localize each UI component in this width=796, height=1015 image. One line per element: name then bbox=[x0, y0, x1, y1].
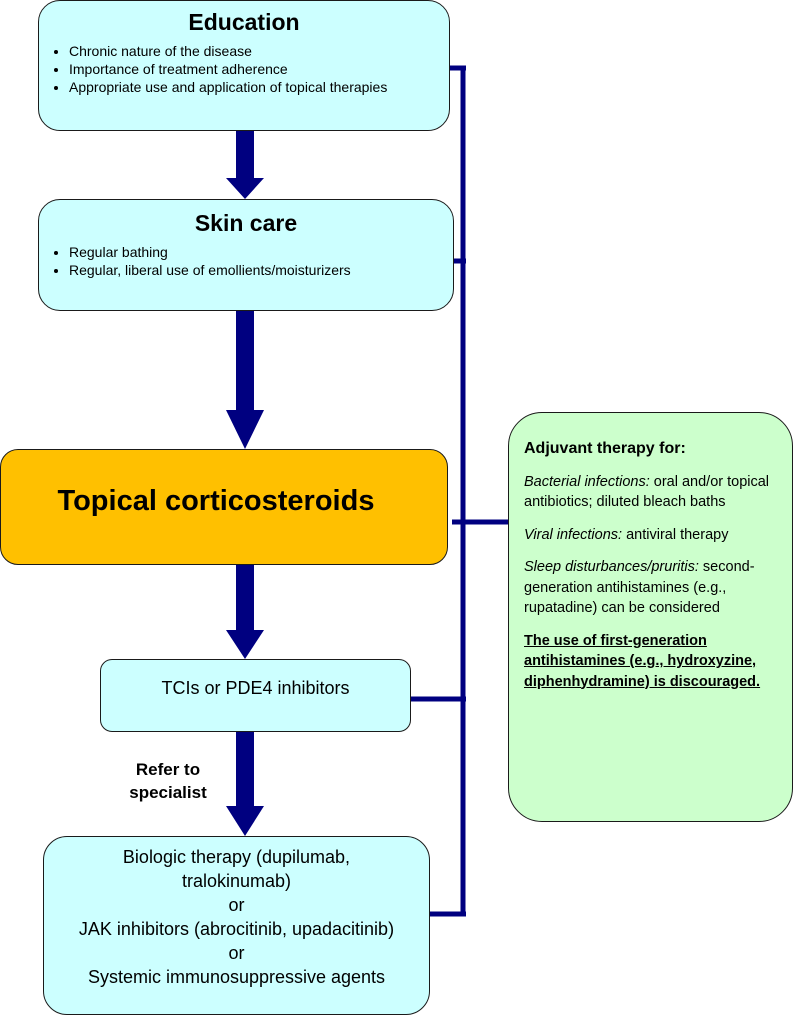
systemic-or-1: or bbox=[228, 895, 245, 915]
education-item: Chronic nature of the disease bbox=[69, 42, 449, 60]
skin-care-item: Regular, liberal use of emollients/moist… bbox=[69, 261, 453, 279]
adjuvant-therapy-box: Adjuvant therapy for: Bacterial infectio… bbox=[508, 412, 793, 822]
arrow-topical-to-tci bbox=[226, 565, 264, 659]
tci-pde4-box: TCIs or PDE4 inhibitors bbox=[100, 659, 411, 732]
viral-text: antiviral therapy bbox=[622, 526, 729, 543]
adjuvant-bacterial: Bacterial infections: oral and/or topica… bbox=[524, 472, 778, 513]
arrow-skin-to-topical bbox=[226, 311, 264, 449]
arrow-education-to-skin bbox=[226, 131, 264, 199]
adjuvant-title: Adjuvant therapy for: bbox=[524, 440, 686, 457]
skin-care-title: Skin care bbox=[194, 210, 298, 236]
systemic-line-4: Systemic immunosuppressive agents bbox=[87, 967, 386, 987]
sleep-text: second-generation antihistamines (e.g., … bbox=[524, 559, 755, 616]
skin-care-box: Skin care Regular bathing Regular, liber… bbox=[38, 199, 454, 311]
refer-line-1: Refer to bbox=[135, 760, 201, 779]
education-box: Education Chronic nature of the disease … bbox=[38, 0, 450, 131]
viral-label: Viral infections: bbox=[524, 526, 623, 543]
topical-title: Topical corticosteroids bbox=[57, 484, 375, 517]
skin-care-list: Regular bathing Regular, liberal use of … bbox=[39, 243, 453, 279]
systemic-line-3: JAK inhibitors (abrocitinib, upadacitini… bbox=[78, 919, 395, 939]
adjuvant-viral: Viral infections: antiviral therapy bbox=[524, 525, 778, 546]
skin-care-item: Regular bathing bbox=[69, 243, 453, 261]
topical-corticosteroids-box: Topical corticosteroids bbox=[0, 449, 448, 565]
bacterial-label: Bacterial infections: bbox=[524, 473, 650, 490]
systemic-therapy-box: Biologic therapy (dupilumab, tralokinuma… bbox=[43, 836, 430, 1015]
refer-line-2: specialist bbox=[129, 783, 207, 802]
refer-to-specialist-label: Refer to specialist bbox=[118, 758, 218, 804]
education-item: Importance of treatment adherence bbox=[69, 60, 449, 78]
sleep-label: Sleep disturbances/pruritis: bbox=[524, 559, 699, 575]
tci-label: TCIs or PDE4 inhibitors bbox=[161, 678, 350, 698]
education-item: Appropriate use and application of topic… bbox=[69, 78, 449, 96]
adjuvant-warning: The use of first-generation antihistamin… bbox=[524, 632, 761, 690]
education-list: Chronic nature of the disease Importance… bbox=[39, 42, 449, 96]
arrow-tci-to-systemic bbox=[226, 732, 264, 836]
systemic-line-1: Biologic therapy (dupilumab, bbox=[122, 847, 351, 867]
bacterial-text: oral and/or topical antibiotics; diluted… bbox=[524, 473, 770, 511]
adjuvant-sleep: Sleep disturbances/pruritis: second-gene… bbox=[524, 557, 778, 619]
education-title: Education bbox=[188, 9, 300, 35]
systemic-line-2: tralokinumab) bbox=[181, 871, 292, 891]
systemic-or-2: or bbox=[228, 943, 245, 963]
